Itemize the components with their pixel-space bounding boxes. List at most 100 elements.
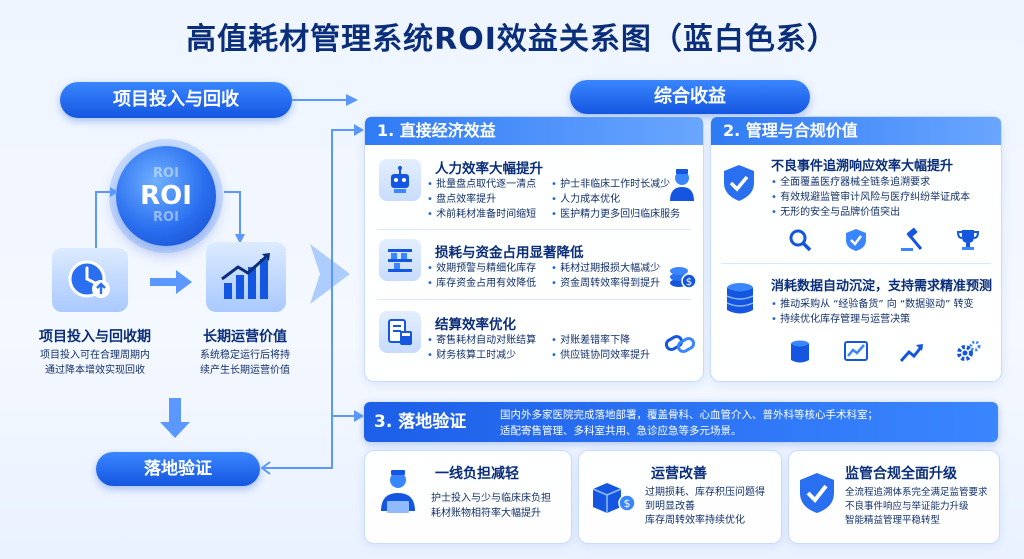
verification-desc: 国内外多家医院完成落地部署，覆盖骨科、心血管介入、普外科等核心手术科室； — [500, 409, 878, 421]
bullet-item: 无形的安全与品牌价值突出 — [771, 205, 970, 220]
divider — [377, 229, 691, 230]
arrow-connector — [292, 99, 350, 101]
card-line: 智能精益管理平稳转型 — [845, 515, 941, 526]
card-regulatory-compliance: 监管合规全面升级 全流程追溯体系完全满足监管要求 不良事件响应与举证能力升级 智… — [788, 450, 1000, 544]
invoice-calculator-icon — [379, 311, 421, 353]
trophy-icon — [955, 227, 981, 253]
landing-verification-pill: 落地验证 — [96, 452, 260, 486]
bullet-list: 效期预警与精细化库存 库存资金占用有效降低 — [427, 261, 536, 291]
robot-icon — [379, 159, 421, 201]
divider — [377, 299, 691, 300]
bullet-item: 全面覆盖医疗器械全链条追溯要求 — [771, 175, 970, 190]
block-title: 不良事件追溯响应效率大幅提升 — [771, 159, 954, 174]
bullet-list: 推动采购从 “经验备货” 向 “数据驱动” 转变 持续优化库存管理与运营决策 — [771, 297, 974, 327]
long-term-value-desc: 系统稳定运行后将持 — [200, 350, 290, 361]
section-head: 1. 直接经济效益 — [365, 117, 703, 145]
bullet-item: 持续优化库存管理与运营决策 — [771, 312, 974, 327]
block-title: 人力效率大幅提升 — [435, 161, 543, 177]
coin-stack-icon: $ — [667, 261, 697, 291]
recovery-period-desc: 通过降本增效实现回收 — [45, 365, 145, 376]
chevron-right-icon — [310, 244, 350, 304]
growth-chart-icon — [206, 242, 286, 312]
shield-check-icon — [797, 471, 837, 515]
trend-up-icon — [899, 339, 925, 365]
bullet-item: 术前耗材准备时间缩短 — [427, 207, 536, 222]
bullet-item: 库存资金占用有效降低 — [427, 276, 536, 291]
roi-faint-label: ROI — [153, 166, 179, 181]
bullet-list: 寄售耗材自动对账结算 财务核算工时减少 — [427, 333, 536, 363]
card-line: 到明显改善 — [645, 501, 695, 512]
bullet-list: 护士非临床工作时长减少 人力成本优化 医护精力更多回归临床服务 — [551, 177, 680, 222]
card-title: 运营改善 — [651, 466, 707, 482]
bullet-item: 医护精力更多回归临床服务 — [551, 207, 680, 222]
bullet-item: 效期预警与精细化库存 — [427, 261, 536, 276]
card-operations-improvement: $ 运营改善 过期损耗、库存积压问题得 到明显改善 库存周转效率持续优化 — [578, 450, 782, 544]
line-chart-icon — [843, 339, 869, 365]
bullet-list: 批量盘点取代逐一清点 盘点效率提升 术前耗材准备时间缩短 — [427, 177, 536, 222]
shield-check-icon — [721, 163, 757, 203]
bullet-item: 财务核算工时减少 — [427, 348, 536, 363]
block-title: 结算效率优化 — [435, 317, 516, 333]
bullet-item: 有效规避监管审计风险与医疗纠纷举证成本 — [771, 190, 970, 205]
bullet-list: 全面覆盖医疗器械全链条追溯要求 有效规避监管审计风险与医疗纠纷举证成本 无形的安… — [771, 175, 970, 220]
bullet-list: 耗材过期报损大幅减少 资金周转效率得到提升 — [551, 261, 660, 291]
arrow-connector — [260, 120, 370, 480]
section-management-compliance: 2. 管理与合规价值 不良事件追溯响应效率大幅提升 全面覆盖医疗器械全链条追溯要… — [710, 116, 1002, 382]
section-head: 3. 落地验证 — [374, 412, 467, 432]
loop-arrows — [80, 178, 260, 258]
chain-link-icon — [663, 329, 697, 359]
card-line: 护士投入与少与临床床负担 — [431, 493, 551, 504]
card-line: 耗材账物相符率大幅提升 — [431, 508, 541, 519]
roi-faint-label: ROI — [153, 210, 179, 225]
gears-icon — [955, 339, 981, 365]
nurse-icon — [667, 167, 697, 201]
bullet-item: 人力成本优化 — [551, 192, 680, 207]
roi-circle: ROI ROI ROI — [116, 146, 216, 246]
section-head: 2. 管理与合规价值 — [711, 117, 1001, 145]
verification-desc: 适配寄售管理、多科室共用、急诊应急等多元场景。 — [500, 425, 742, 437]
section-direct-economic-benefit: 1. 直接经济效益 人力效率大幅提升 批量盘点取代逐一清点 盘点效率提升 术前耗… — [364, 116, 704, 382]
warehouse-shelf-icon — [379, 239, 421, 281]
bullet-item: 资金周转效率得到提升 — [551, 276, 660, 291]
svg-text:$: $ — [624, 497, 631, 510]
boxes-coin-icon: $ — [589, 469, 637, 517]
card-line: 过期损耗、库存积压问题得 — [645, 487, 765, 498]
icon-row — [787, 227, 981, 253]
arrow-down-icon — [160, 398, 190, 438]
svg-text:$: $ — [686, 277, 692, 288]
search-icon — [787, 227, 813, 253]
bullet-item: 盘点效率提升 — [427, 192, 536, 207]
comprehensive-benefit-pill: 综合收益 — [570, 80, 810, 114]
bullet-item: 批量盘点取代逐一清点 — [427, 177, 536, 192]
roi-label: ROI — [140, 181, 192, 211]
database-icon — [723, 281, 757, 317]
card-line: 库存周转效率持续优化 — [645, 515, 745, 526]
bullet-item: 护士非临床工作时长减少 — [551, 177, 680, 192]
investment-recovery-pill: 项目投入与回收 — [60, 82, 292, 118]
divider — [721, 263, 991, 264]
icon-row — [787, 339, 981, 365]
card-line: 不良事件响应与举证能力升级 — [845, 501, 969, 512]
block-title: 损耗与资金占用显著降低 — [435, 245, 584, 261]
page-title: 高值耗材管理系统ROI效益关系图（蓝白色系） — [186, 22, 838, 57]
bullet-item: 推动采购从 “经验备货” 向 “数据驱动” 转变 — [771, 297, 973, 312]
gavel-icon — [899, 227, 925, 253]
database-icon — [787, 339, 813, 365]
bullet-item: 寄售耗材自动对账结算 — [427, 333, 536, 348]
long-term-value-title: 长期运营价值 — [203, 329, 287, 345]
arrow-right-icon — [346, 94, 358, 106]
section-landing-verification: 3. 落地验证 国内外多家医院完成落地部署，覆盖骨科、心血管介入、普外科等核心手… — [364, 402, 998, 442]
recovery-period-desc: 项目投入可在合理周期内 — [40, 350, 150, 361]
block-title: 消耗数据自动沉淀，支持需求精准预测 — [771, 279, 993, 294]
bullet-list: 对账差错率下降 供应链协同效率提升 — [551, 333, 650, 363]
bullet-item: 供应链协同效率提升 — [551, 348, 650, 363]
bullet-item: 耗材过期报损大幅减少 — [551, 261, 660, 276]
card-title: 一线负担减轻 — [435, 466, 519, 482]
bullet-item: 对账差错率下降 — [551, 333, 650, 348]
nurse-laptop-icon — [375, 467, 421, 517]
card-line: 全流程追溯体系完全满足监管要求 — [845, 487, 988, 498]
shield-icon — [843, 227, 869, 253]
arrow-right-icon — [150, 270, 192, 294]
recovery-period-title: 项目投入与回收期 — [39, 329, 151, 345]
long-term-value-desc: 续产生长期运营价值 — [200, 365, 290, 376]
